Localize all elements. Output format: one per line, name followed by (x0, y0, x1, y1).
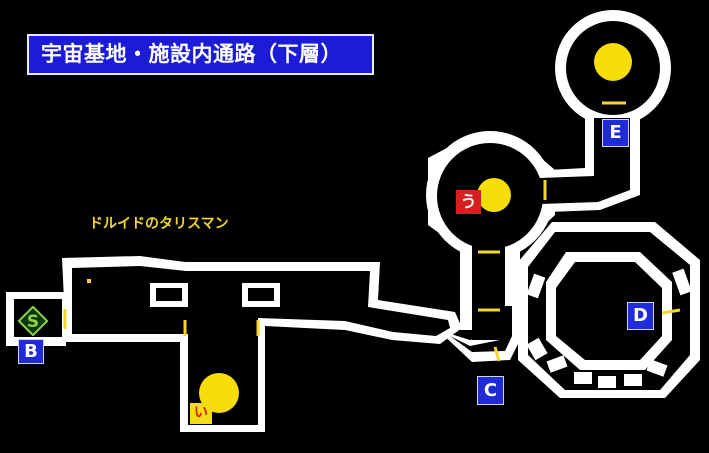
treasure-e (594, 43, 632, 81)
marker-i[interactable]: い (190, 403, 212, 424)
treasure-u (477, 178, 511, 212)
map-title: 宇宙基地・施設内通路（下層） (27, 34, 374, 75)
marker-b[interactable]: B (18, 339, 44, 364)
marker-e[interactable]: E (602, 119, 629, 147)
talisman-label: ドルイドのタリスマン (89, 216, 229, 232)
save-point-label: S (27, 312, 39, 332)
marker-d[interactable]: D (627, 302, 654, 330)
door (493, 346, 501, 362)
door (661, 308, 681, 315)
save-point-icon[interactable]: S (17, 305, 49, 337)
marker-c[interactable]: C (477, 376, 504, 405)
marker-u[interactable]: う (456, 190, 481, 214)
talisman-dot (87, 279, 91, 283)
